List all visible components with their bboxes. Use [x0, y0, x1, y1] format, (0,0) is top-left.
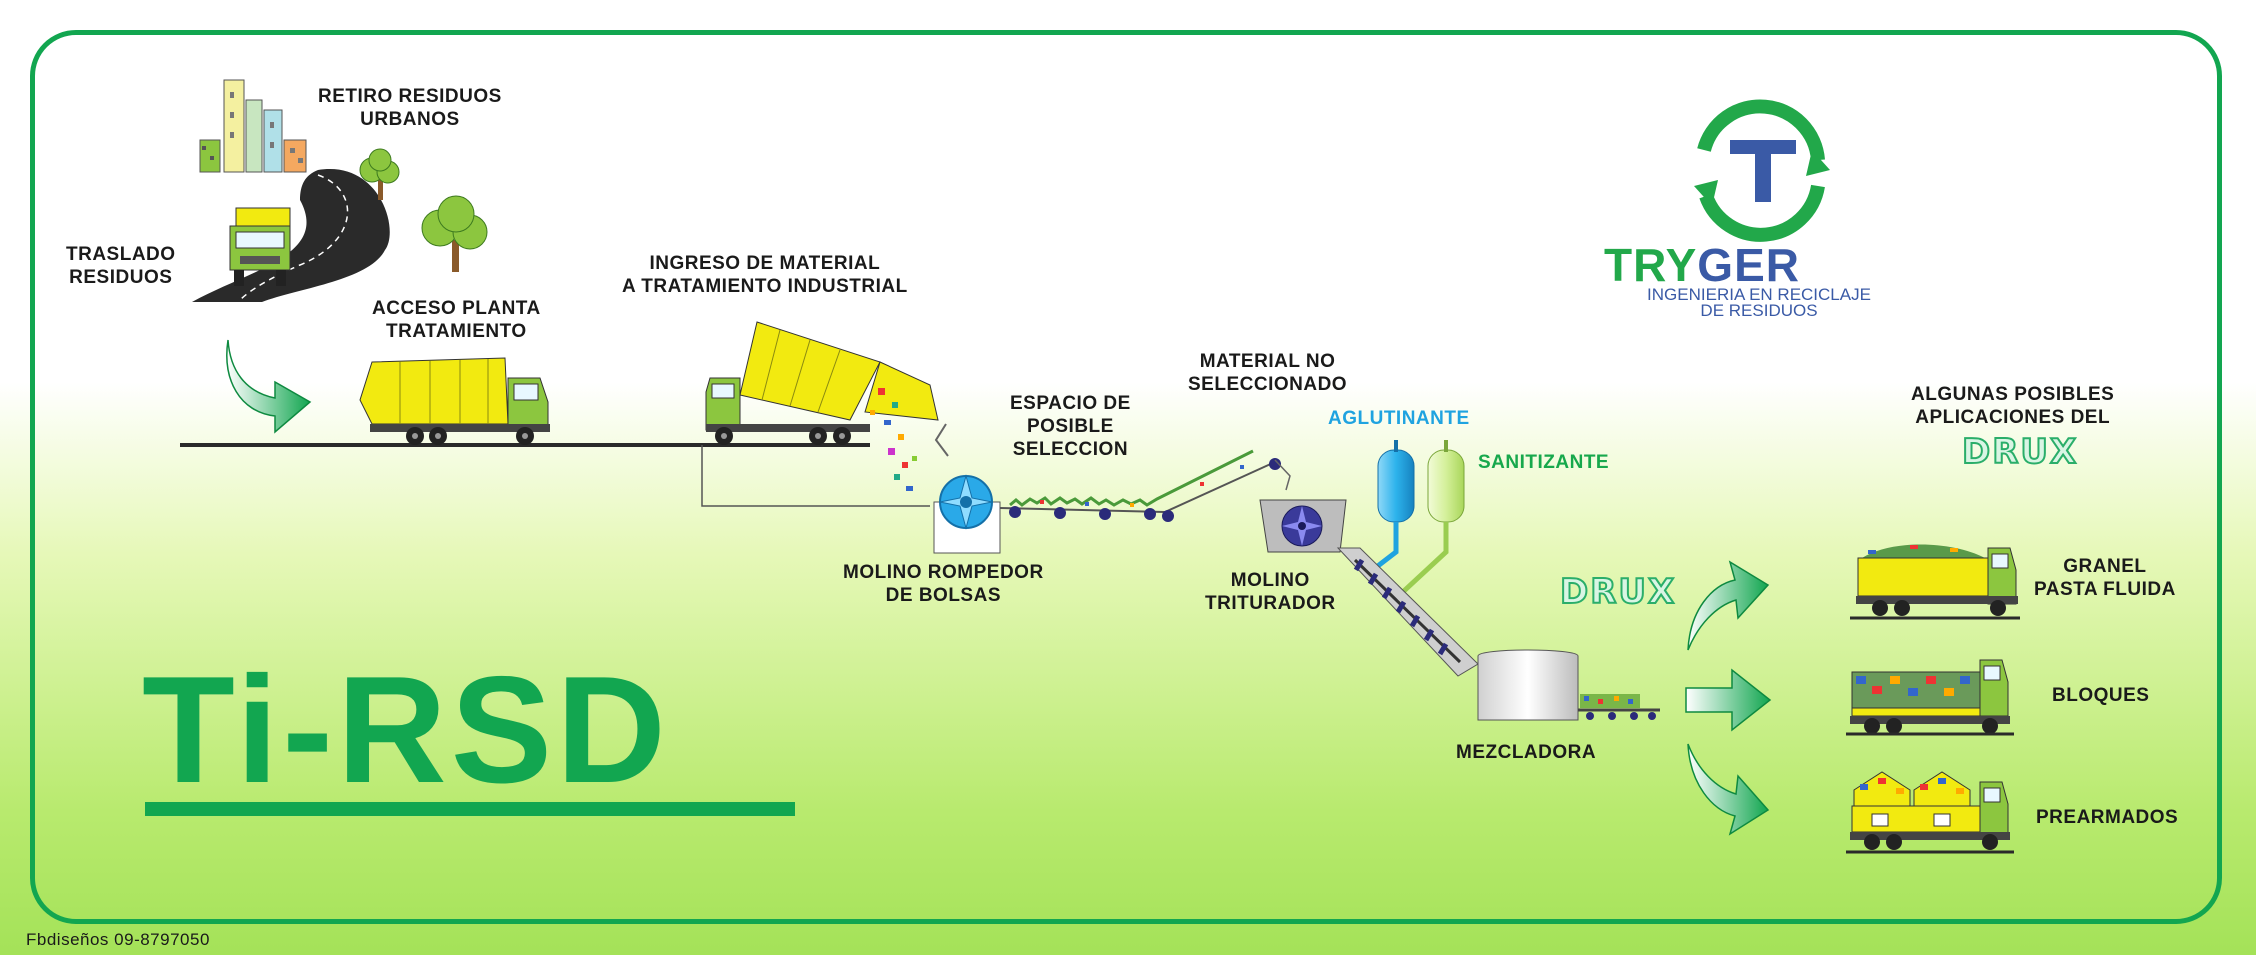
falling-waste [870, 388, 949, 491]
label-traslado-line-1: TRASLADO [66, 244, 176, 265]
brand-tagline-line-2: DE RESIDUOS [1700, 301, 1818, 320]
label-mezcladora: MEZCLADORA [1456, 742, 1597, 763]
label-molino-triturador-line-2: TRITURADOR [1205, 593, 1336, 614]
label-ingreso: INGRESO DE MATERIAL A TRATAMIENTO INDUST… [622, 252, 908, 298]
label-molino-rompedor: MOLINO ROMPEDOR DE BOLSAS [843, 561, 1044, 607]
label-prearmados: PREARMADOS [2036, 807, 2179, 828]
shredder-mill-icon [1259, 499, 1347, 553]
flow-arrow-icon [226, 339, 312, 434]
label-molino-triturador: MOLINO TRITURADOR [1205, 569, 1336, 615]
label-material-line-1: MATERIAL NO [1199, 351, 1336, 372]
mixer-icon [1477, 649, 1660, 721]
rounded-frame [30, 30, 2222, 924]
garbage-truck-icon [359, 357, 550, 445]
label-molino-triturador-line-1: MOLINO [1230, 570, 1310, 591]
drux-product-label: DRUX [1559, 571, 1677, 613]
output-arrow-up-icon [1687, 560, 1770, 651]
label-molino-rompedor-line-1: MOLINO ROMPEDOR [843, 562, 1044, 583]
title-underline [145, 802, 795, 816]
label-material-line-2: SELECCIONADO [1188, 374, 1348, 395]
label-aplicaciones: ALGUNAS POSIBLES APLICACIONES DEL [1911, 383, 2114, 429]
label-traslado-line-2: RESIDUOS [69, 267, 173, 288]
label-granel: GRANEL PASTA FLUIDA [2034, 555, 2176, 601]
label-espacio-line-2: POSIBLE [1026, 416, 1114, 437]
dump-truck-icon [705, 321, 939, 445]
label-sanitizante: SANITIZANTE [1478, 452, 1610, 473]
brand-tagline-line-1: INGENIERIA EN RECICLAJE [1647, 285, 1871, 304]
label-molino-rompedor-line-2: DE BOLSAS [885, 585, 1002, 606]
road-icon [192, 169, 390, 302]
tank-icon [1368, 440, 1465, 604]
tree-icon [359, 148, 488, 272]
label-acceso-line-1: ACCESO PLANTA [372, 298, 541, 319]
label-retiro-line-1: RETIRO RESIDUOS [318, 86, 502, 107]
label-material: MATERIAL NO SELECCIONADO [1188, 350, 1347, 396]
label-retiro: RETIRO RESIDUOS URBANOS [318, 85, 502, 131]
label-ingreso-line-1: INGRESO DE MATERIAL [649, 253, 881, 274]
label-acceso-line-2: TRATAMIENTO [386, 321, 527, 342]
label-aglutinante: AGLUTINANTE [1328, 408, 1470, 429]
label-granel-line-1: GRANEL [2063, 556, 2147, 577]
brand-tagline: INGENIERIA EN RECICLAJE DE RESIDUOS [1604, 285, 1914, 320]
granel-truck-icon [1850, 544, 2020, 620]
brand-name: TRYGER [1604, 240, 1800, 290]
platform-outline [701, 445, 930, 507]
recycle-logo-icon [1694, 99, 1830, 242]
bloques-truck-icon [1846, 659, 2014, 736]
label-traslado: TRASLADO RESIDUOS [66, 243, 176, 289]
label-aplicaciones-line-2: APLICACIONES DEL [1915, 407, 2111, 428]
screw-conveyor-icon [1336, 547, 1479, 677]
main-title: Ti-RSD [142, 645, 670, 815]
label-espacio-line-1: ESPACIO DE [1010, 393, 1131, 414]
designer-credit: Fbdiseños 09-8797050 [26, 930, 210, 949]
bag-breaker-mill-icon [933, 474, 1001, 554]
output-arrow-down-icon [1687, 743, 1770, 836]
label-retiro-line-2: URBANOS [360, 109, 460, 130]
output-arrow-right-icon [1685, 668, 1772, 732]
label-aplicaciones-line-1: ALGUNAS POSIBLES [1911, 384, 2115, 405]
label-bloques: BLOQUES [2052, 685, 2150, 706]
drux-title-small: DRUX [1961, 431, 2079, 473]
label-acceso: ACCESO PLANTA TRATAMIENTO [372, 297, 541, 343]
conveyor-belt-icon [999, 449, 1291, 522]
label-espacio-line-3: SELECCION [1012, 439, 1129, 460]
brand-name-part-2: GER [1697, 239, 1800, 291]
label-espacio: ESPACIO DE POSIBLE SELECCION [1010, 392, 1131, 461]
city-icon [199, 79, 307, 173]
prearmados-truck-icon [1846, 771, 2014, 854]
label-ingreso-line-2: A TRATAMIENTO INDUSTRIAL [622, 276, 908, 297]
label-granel-line-2: PASTA FLUIDA [2034, 579, 2176, 600]
collection-truck-icon [229, 207, 291, 286]
brand-name-part-1: TRY [1604, 239, 1698, 291]
